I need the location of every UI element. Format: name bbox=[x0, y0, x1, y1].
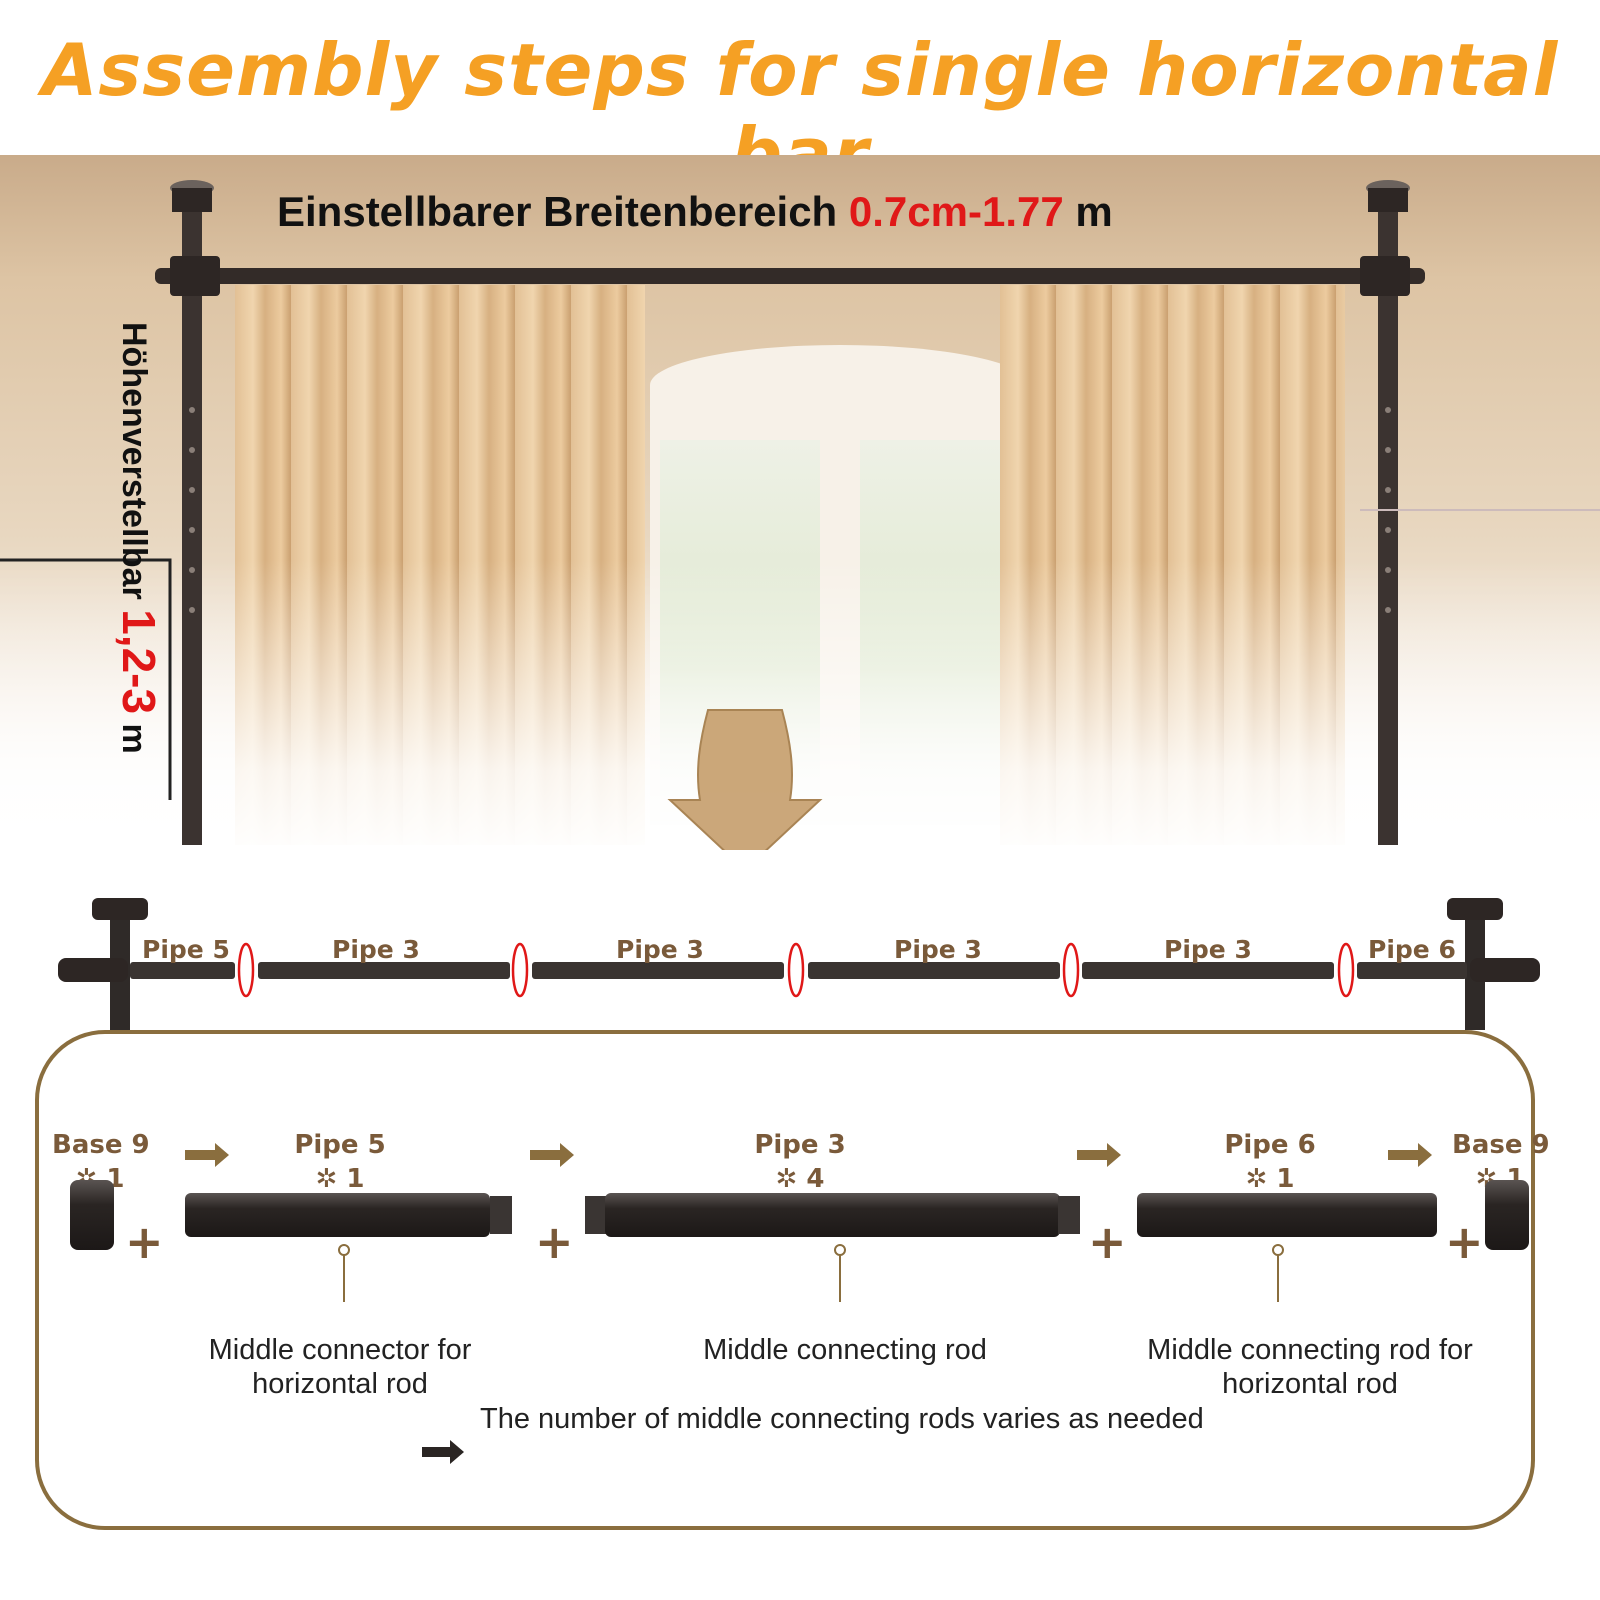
rotate-arrow-icon bbox=[1337, 942, 1355, 998]
plus-icon: + bbox=[1445, 1215, 1484, 1269]
width-range-label: Einstellbarer Breitenbereich 0.7cm-1.77 … bbox=[277, 188, 1113, 236]
pipe-segment-5 bbox=[130, 962, 235, 979]
description-line: Middle connecting rod for bbox=[1147, 1334, 1473, 1366]
pipe-segment-3a bbox=[258, 962, 510, 979]
pipe-segment-3d bbox=[1082, 962, 1334, 979]
description-line: Middle connector for bbox=[208, 1334, 472, 1366]
plus-icon: + bbox=[535, 1215, 574, 1269]
top-label-pipe6: Pipe 6 bbox=[1368, 935, 1456, 964]
base9-left-part bbox=[70, 1180, 114, 1250]
left-post bbox=[182, 205, 202, 845]
top-label-pipe3: Pipe 3 bbox=[332, 935, 420, 964]
right-base-cap bbox=[1447, 898, 1503, 920]
left-base-joint bbox=[58, 958, 128, 982]
pipe-segment-3b bbox=[532, 962, 784, 979]
part-label-pipe5: Pipe 5 ✲ 1 bbox=[292, 1128, 388, 1196]
description-pipe3: Middle connecting rod bbox=[655, 1333, 1035, 1367]
plus-icon: + bbox=[125, 1215, 164, 1269]
height-range-value: 1,2-3 bbox=[113, 609, 165, 715]
width-range-value: 0.7cm-1.77 bbox=[848, 188, 1064, 235]
pipe3-thread-right bbox=[1058, 1196, 1080, 1234]
height-range-unit: m bbox=[115, 714, 153, 754]
parts-frame bbox=[35, 1030, 1535, 1530]
parts-drawing bbox=[70, 1143, 1529, 1302]
pipe3-part bbox=[605, 1193, 1060, 1237]
top-label-pipe3: Pipe 3 bbox=[1164, 935, 1252, 964]
pipe5-thread bbox=[490, 1196, 512, 1234]
direction-arrow-icon bbox=[1077, 1143, 1121, 1167]
left-joint bbox=[170, 256, 220, 296]
part-name: Pipe 6 bbox=[1224, 1130, 1316, 1160]
part-qty: ✲ 1 bbox=[1245, 1164, 1295, 1194]
description-pipe6: Middle connecting rod for horizontal rod bbox=[1100, 1333, 1520, 1401]
big-down-arrow-icon bbox=[667, 709, 823, 850]
direction-arrow-icon bbox=[1388, 1143, 1432, 1167]
rotate-arrow-icon bbox=[237, 942, 255, 998]
pipe-segment-3c bbox=[808, 962, 1060, 979]
wall-edge bbox=[0, 558, 172, 800]
part-label-pipe3: Pipe 3 ✲ 4 bbox=[752, 1128, 848, 1196]
part-name: Base 9 bbox=[1452, 1130, 1550, 1160]
description-line: horizontal rod bbox=[1222, 1368, 1398, 1400]
part-name: Base 9 bbox=[52, 1130, 150, 1160]
height-range-text: Höhenverstellbar bbox=[115, 322, 153, 610]
height-range-label: Höhenverstellbar 1,2-3 m bbox=[112, 322, 166, 754]
top-label-pipe3: Pipe 3 bbox=[616, 935, 704, 964]
width-range-unit: m bbox=[1063, 188, 1113, 235]
photo-horizontal-bar bbox=[155, 268, 1425, 284]
part-name: Pipe 3 bbox=[754, 1130, 846, 1160]
part-qty: ✲ 4 bbox=[775, 1164, 825, 1194]
left-post-top bbox=[172, 188, 212, 212]
rotate-arrow-icon bbox=[787, 942, 805, 998]
direction-arrow-icon bbox=[422, 1440, 464, 1464]
plus-icon: + bbox=[1088, 1215, 1127, 1269]
top-label-pipe5: Pipe 5 bbox=[142, 935, 230, 964]
rotate-arrow-icon bbox=[511, 942, 529, 998]
right-joint bbox=[1360, 256, 1410, 296]
footnote: The number of middle connecting rods var… bbox=[480, 1403, 1204, 1435]
direction-arrow-icon bbox=[185, 1143, 229, 1167]
right-post bbox=[1378, 205, 1398, 845]
rack-frame-drawing bbox=[0, 180, 1600, 850]
base9-right-part bbox=[1485, 1180, 1529, 1250]
part-label-base9-right: Base 9 ✲ 1 bbox=[1452, 1128, 1550, 1196]
top-label-pipe3: Pipe 3 bbox=[894, 935, 982, 964]
description-line: Middle connecting rod bbox=[703, 1334, 987, 1366]
part-qty: ✲ 1 bbox=[315, 1164, 365, 1194]
right-base-joint bbox=[1470, 958, 1540, 982]
description-pipe5: Middle connector for horizontal rod bbox=[150, 1333, 530, 1401]
part-label-pipe6: Pipe 6 ✲ 1 bbox=[1222, 1128, 1318, 1196]
part-name: Pipe 5 bbox=[294, 1130, 386, 1160]
right-post-top bbox=[1368, 188, 1408, 212]
pipe5-part bbox=[185, 1193, 490, 1237]
pipe-segment-6 bbox=[1357, 962, 1467, 979]
direction-arrow-icon bbox=[530, 1143, 574, 1167]
description-line: horizontal rod bbox=[252, 1368, 428, 1400]
pipe6-part bbox=[1137, 1193, 1437, 1237]
rotate-arrow-icon bbox=[1062, 942, 1080, 998]
assembled-bar-diagram bbox=[58, 898, 1540, 1030]
left-base-cap bbox=[92, 898, 148, 920]
width-range-text: Einstellbarer Breitenbereich bbox=[277, 188, 849, 235]
pipe3-thread-left bbox=[585, 1196, 607, 1234]
page-title: Assembly steps for single horizontal bar bbox=[41, 28, 1559, 196]
